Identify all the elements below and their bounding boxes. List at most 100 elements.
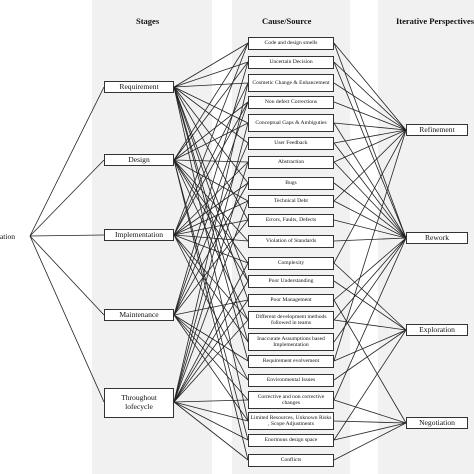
stage-cause-connector	[173, 86, 249, 221]
cause-box-environmental-issues: Environmental Issues	[248, 374, 334, 387]
cause-perspective-connector	[333, 329, 407, 441]
cause-box-requirement-evolvement: Requirement evolvement	[248, 355, 334, 368]
cause-box-corrective-changes: Corrective and non corrective changes	[248, 391, 334, 409]
cause-perspective-connector	[333, 129, 407, 264]
cause-perspective-connector	[333, 42, 407, 131]
stage-cause-connector	[173, 86, 249, 144]
cause-perspective-connector	[333, 129, 407, 144]
stage-cause-connector	[173, 142, 249, 316]
stage-cause-connector	[173, 82, 249, 236]
cause-box-user-feedback: User Feedback	[248, 137, 334, 150]
perspective-box-rework: Rework	[406, 232, 468, 244]
stage-cause-connector	[173, 86, 249, 362]
cause-box-bugs: Bugs	[248, 177, 334, 190]
cause-perspective-connector	[333, 161, 407, 239]
cause-perspective-connector	[333, 61, 407, 131]
cause-box-poor-management: Poor Management	[248, 294, 334, 307]
stage-cause-connector	[173, 161, 249, 236]
cause-box-non-defect-corrections: Non defect Corrections	[248, 96, 334, 109]
cause-box-errors-faults-defects: Errors, Faults, Defects	[248, 214, 334, 227]
stage-cause-connector	[173, 200, 249, 403]
stages-header: Stages	[136, 16, 160, 26]
cause-perspective-connector	[333, 122, 407, 131]
cause-perspective-connector	[333, 219, 407, 239]
cause-perspective-connector	[333, 200, 407, 239]
stage-cause-connector	[173, 399, 249, 403]
stage-cause-connector	[173, 159, 249, 441]
stage-cause-connector	[173, 61, 249, 161]
stage-cause-connector	[173, 234, 249, 321]
stage-cause-connector	[173, 86, 249, 282]
stage-cause-connector	[173, 299, 249, 403]
cause-box-technical-debt: Technical Debt	[248, 195, 334, 208]
cause-box-conflicts: Conflicts	[248, 454, 334, 467]
stage-cause-connector	[173, 122, 249, 403]
stage-cause-connector	[173, 61, 249, 88]
cause-box-enormous-design-space: Enormous design space	[248, 434, 334, 447]
stage-box-requirement: Requirement	[104, 81, 174, 93]
origin-stage-connector	[29, 235, 105, 403]
stage-cause-connector	[173, 401, 249, 441]
stage-cause-connector	[173, 401, 249, 461]
cause-box-different-dev-methods: Different development methods followed i…	[248, 311, 334, 329]
cause-box-conceptual-gaps: Conceptual Gaps & Ambiguties	[248, 114, 334, 132]
stage-cause-connector	[173, 161, 249, 403]
stage-cause-connector	[173, 234, 249, 242]
cause-perspective-connector	[333, 399, 407, 424]
cause-perspective-connector	[333, 262, 407, 331]
cause-perspective-connector	[333, 319, 407, 331]
stage-cause-connector	[173, 86, 249, 343]
stage-cause-connector	[173, 82, 249, 88]
cause-box-violation-of-standards: Violation of Standards	[248, 235, 334, 248]
stage-cause-connector	[173, 299, 249, 316]
stage-cause-connector	[173, 314, 249, 401]
perspective-box-refinement: Refinement	[406, 124, 468, 136]
cause-perspective-connector	[333, 420, 407, 424]
stage-cause-connector	[173, 159, 249, 282]
cause-box-complexity: Complexity	[248, 257, 334, 270]
stage-cause-connector	[173, 219, 249, 236]
stage-cause-connector	[173, 314, 249, 362]
stage-cause-connector	[173, 159, 249, 321]
stage-cause-connector	[173, 86, 249, 422]
stage-cause-connector	[173, 219, 249, 316]
origin-stage-connector	[29, 235, 105, 316]
cause-perspective-connector	[333, 280, 407, 331]
origin-stage-connector	[29, 159, 105, 237]
cause-perspective-connector	[333, 61, 407, 239]
cause-perspective-connector	[333, 101, 407, 131]
stage-cause-connector	[173, 82, 249, 403]
cause-box-uncertain-decision: Uncertain Decision	[248, 56, 334, 69]
stage-cause-connector	[173, 86, 249, 124]
stage-cause-connector	[173, 182, 249, 316]
cause-box-poor-understanding: Poor Understanding	[248, 275, 334, 288]
stage-cause-connector	[173, 234, 249, 343]
cause-perspective-connector	[333, 422, 407, 441]
cause-perspective-connector	[333, 82, 407, 131]
stage-box-throughout-lifecycle: Throughout lofecycle	[104, 388, 174, 418]
cause-perspective-connector	[333, 329, 407, 381]
stage-cause-connector	[173, 122, 249, 161]
cause-box-cosmetic-change: Cosmetic Change & Enhancement	[248, 74, 334, 92]
cause-box-code-design-smells: Code and design smells	[248, 37, 334, 50]
perspective-box-exploration: Exploration	[406, 324, 468, 336]
cause-perspective-connector	[333, 122, 407, 239]
stage-cause-connector	[173, 86, 249, 184]
cause-box-inaccurate-assumptions: Inaccurate Assumptions based Implementat…	[248, 333, 334, 351]
cause-perspective-connector	[333, 237, 407, 301]
origin-stage-connector	[29, 234, 105, 237]
stage-cause-connector	[173, 314, 249, 381]
stage-cause-connector	[173, 159, 249, 264]
stage-cause-connector	[173, 200, 249, 236]
cause-perspective-connector	[333, 237, 407, 321]
stage-cause-connector	[173, 314, 249, 422]
cause-perspective-connector	[333, 299, 407, 424]
cause-perspective-connector	[333, 237, 407, 401]
cause-perspective-connector	[333, 42, 407, 239]
stage-cause-connector	[173, 159, 249, 242]
stage-box-design: Design	[104, 154, 174, 166]
perspectives-header: Iterative Perspectives	[396, 16, 474, 26]
stage-cause-connector	[173, 86, 249, 301]
